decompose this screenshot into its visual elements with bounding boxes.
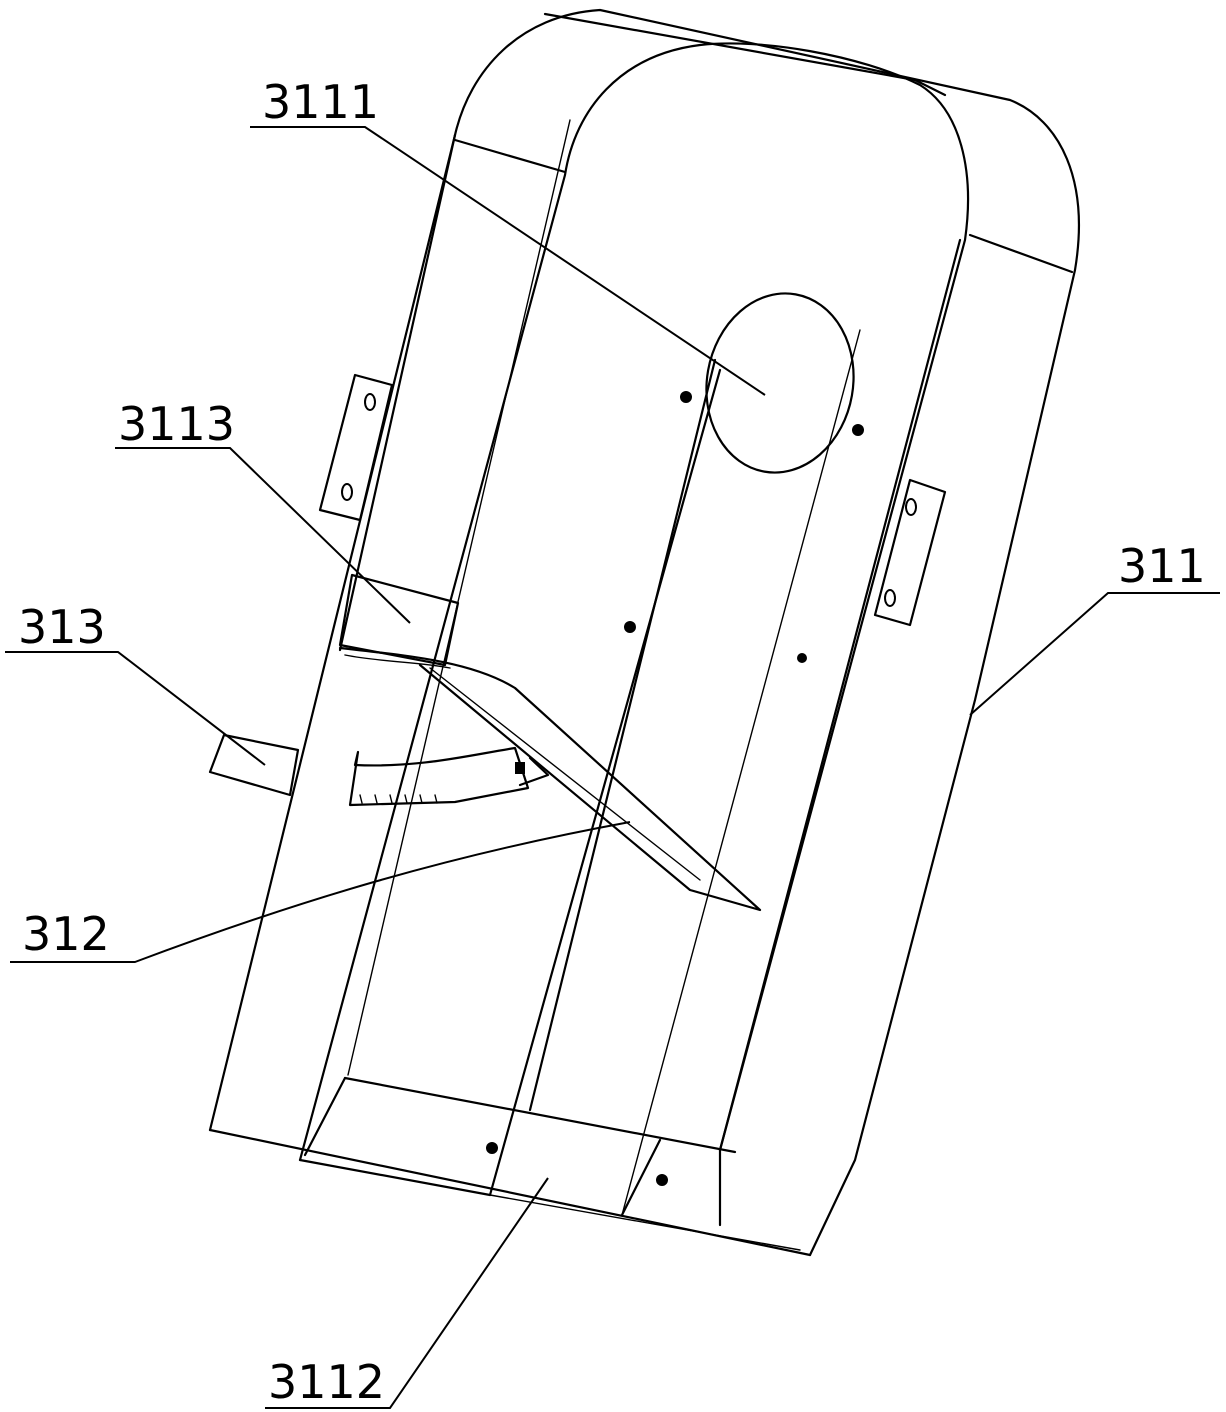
- center-board-right: [621, 329, 861, 1216]
- fastener-dot: [797, 653, 807, 663]
- fastener-dot: [486, 1142, 498, 1154]
- ref-label-312: 312: [22, 907, 110, 961]
- buckle-link: [518, 756, 550, 787]
- leader-312: [10, 821, 631, 963]
- left-bracket-hole-bottom: [341, 483, 353, 501]
- right-mount-bracket: [873, 478, 947, 627]
- center-strap-left: [488, 368, 722, 1197]
- inner-panel-right-edge: [718, 238, 962, 1152]
- center-board-left: [347, 119, 571, 1076]
- inner-panel-left-edge: [338, 133, 457, 652]
- circular-opening: [705, 292, 855, 474]
- bottom-groove: [303, 1076, 347, 1157]
- strap-inner-line: [429, 667, 701, 881]
- leader-3113: [115, 447, 411, 624]
- bottom-groove-2: [620, 1138, 662, 1217]
- inner-panel-outline: [298, 42, 970, 1227]
- buckle-rail: [348, 746, 530, 807]
- pocket-outline: [338, 573, 460, 667]
- bottom-band-upper: [343, 1076, 737, 1154]
- left-mount-bracket: [318, 373, 394, 522]
- strap-edge-2: [344, 654, 451, 669]
- shell-top-band: [543, 12, 947, 97]
- ref-label-3111: 3111: [262, 75, 379, 129]
- ref-label-313: 313: [18, 600, 106, 654]
- buckle-clip: [515, 762, 525, 774]
- shell-top-right-band: [968, 233, 1074, 274]
- leader-313: [5, 651, 266, 766]
- center-strap-right: [528, 358, 717, 1112]
- fastener-dot: [624, 621, 636, 633]
- bottom-band-lower: [298, 1158, 492, 1197]
- bottom-band-mid: [489, 1194, 801, 1251]
- buckle-rail-teeth: [359, 794, 438, 804]
- shell-top-left-band: [453, 138, 567, 174]
- fastener-dot: [852, 424, 864, 436]
- right-bracket-hole-top: [905, 498, 917, 516]
- leader-311: [969, 592, 1220, 716]
- strap-outline: [338, 646, 762, 912]
- ref-label-311: 311: [1118, 539, 1206, 593]
- fastener-dot: [680, 391, 692, 403]
- outer-shell-outline: [208, 8, 1080, 1257]
- right-bracket-hole-bottom: [884, 589, 896, 607]
- ref-label-3112: 3112: [268, 1355, 385, 1409]
- fastener-dot: [656, 1174, 668, 1186]
- side-tab: [208, 733, 300, 797]
- ref-label-3113: 3113: [118, 397, 235, 451]
- leader-3111: [250, 126, 766, 396]
- leader-3112: [265, 1177, 549, 1409]
- left-bracket-hole-top: [364, 393, 376, 411]
